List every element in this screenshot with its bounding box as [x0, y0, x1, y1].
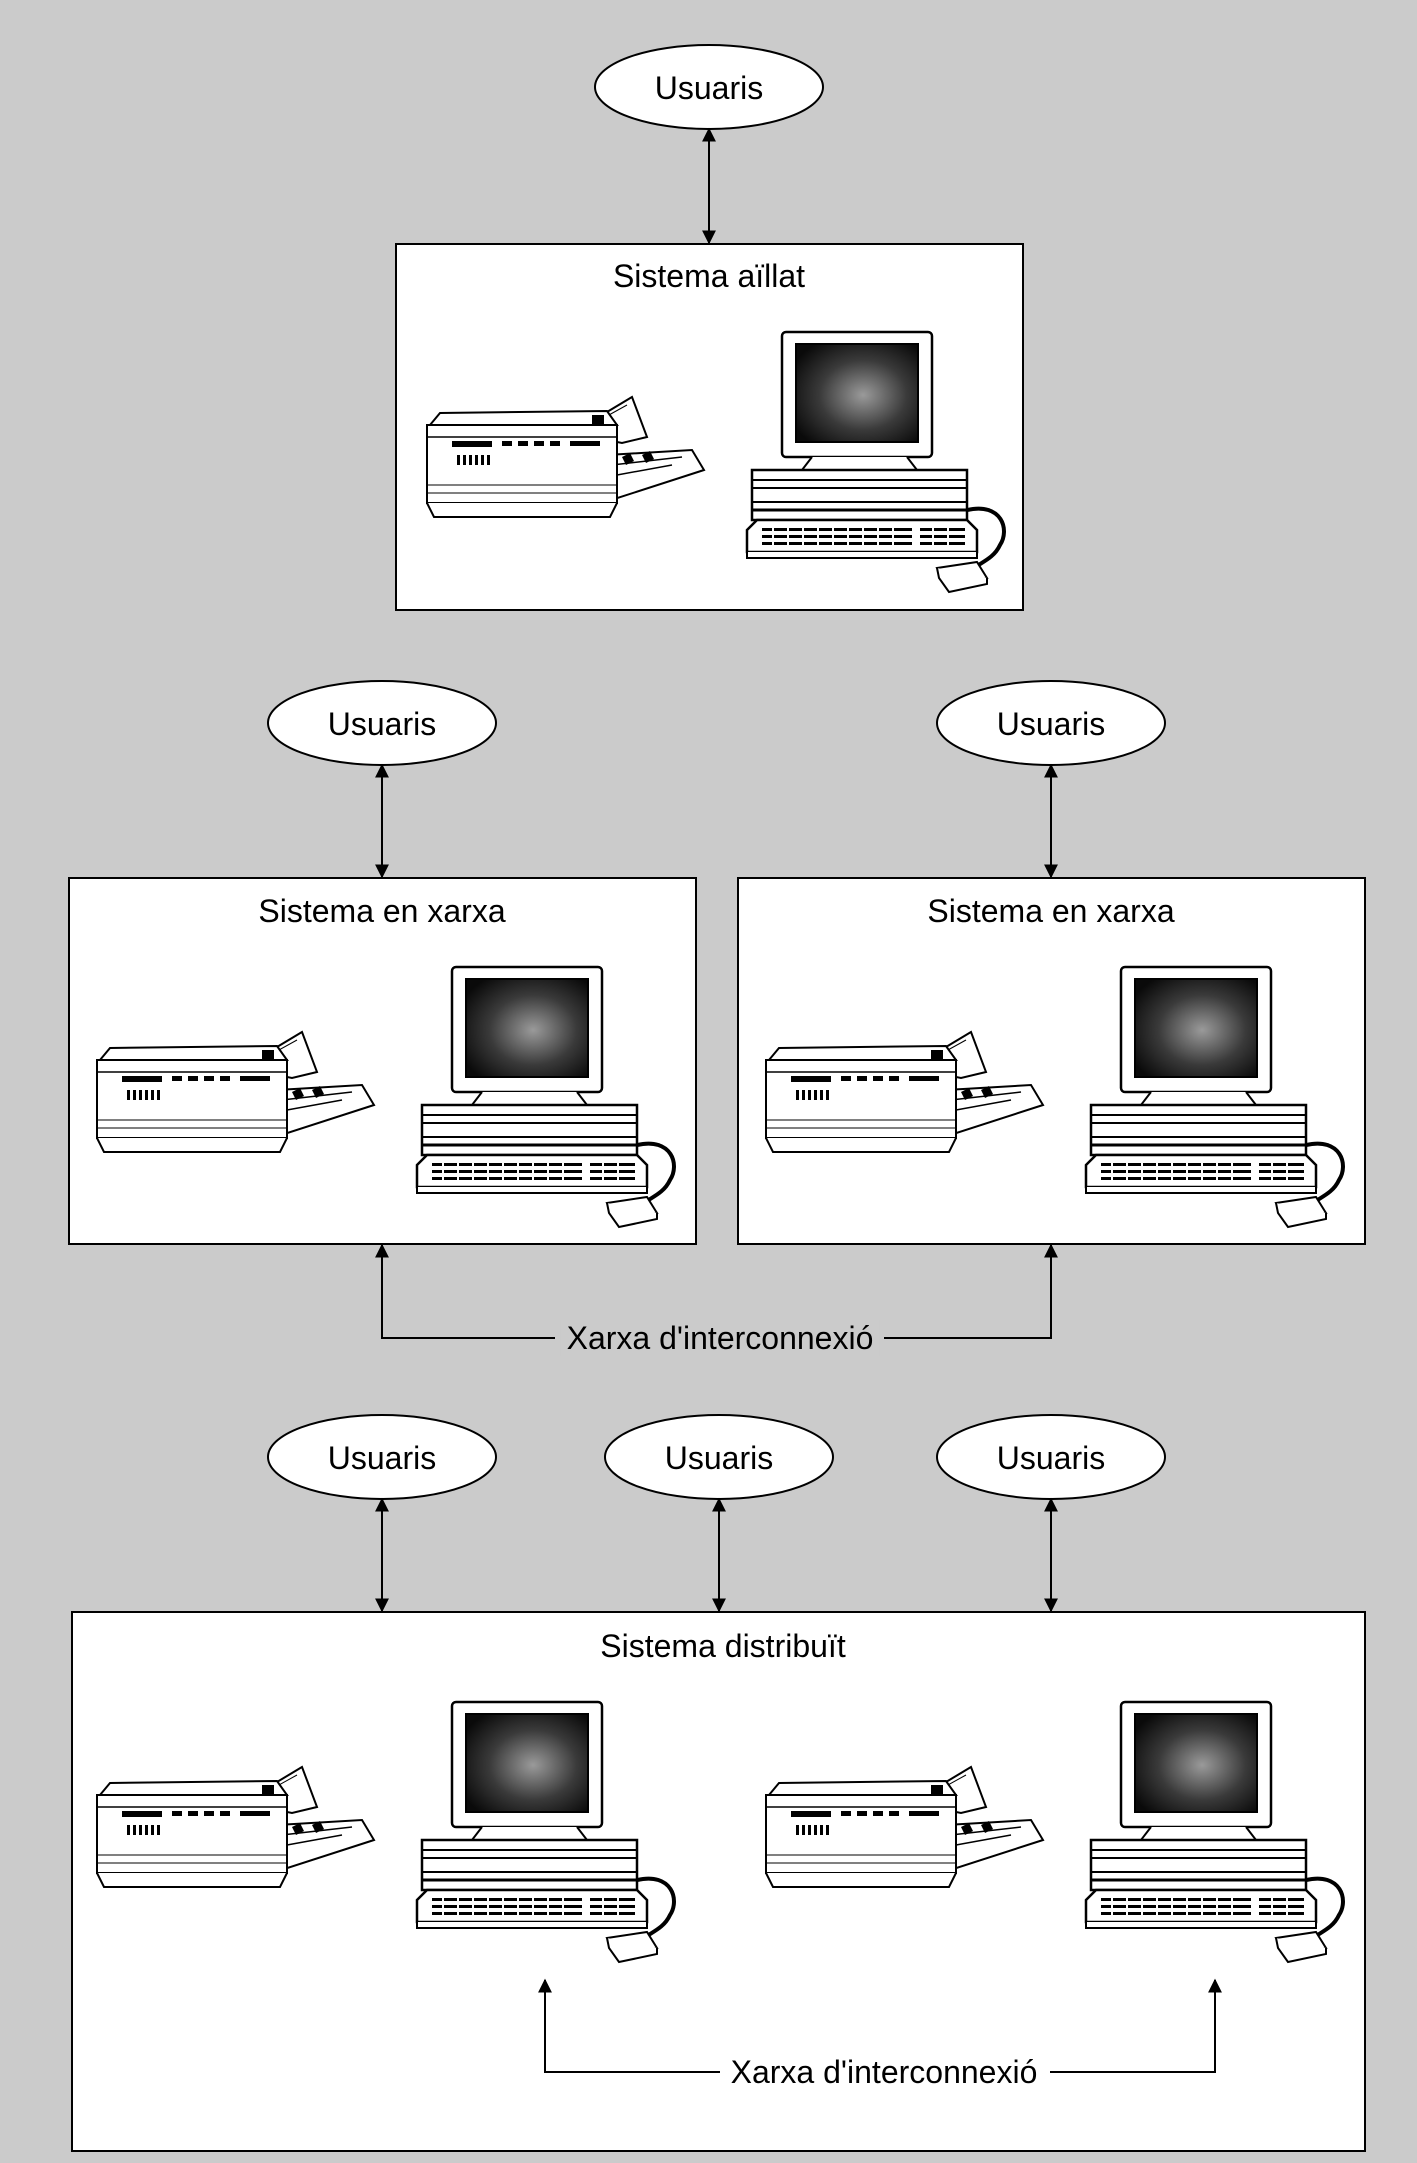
networked-section: Usuaris Sistema en xarxa Usuaris Sistema…	[68, 680, 1366, 1356]
users-label-2: Usuaris	[665, 1440, 773, 1476]
system-title: Sistema distribuït	[600, 1628, 846, 1664]
internal-network-wire-right	[1050, 1978, 1222, 2073]
label-backdrop	[560, 1320, 880, 1356]
isolated-section: Usuaris Sistema aïllat	[395, 44, 1024, 611]
system-title: Sistema aïllat	[613, 258, 805, 294]
network-wire-left	[375, 1243, 555, 1339]
users-label-1: Usuaris	[328, 1440, 436, 1476]
network-label: Xarxa d'interconnexió	[567, 1320, 874, 1356]
users-label: Usuaris	[655, 70, 763, 106]
internal-network-label: Xarxa d'interconnexió	[731, 2054, 1038, 2090]
system-title-right: Sistema en xarxa	[927, 893, 1174, 929]
internal-network-wire-left	[538, 1978, 720, 2073]
network-wire-right	[884, 1243, 1058, 1339]
system-title-left: Sistema en xarxa	[258, 893, 505, 929]
users-label-left: Usuaris	[328, 706, 436, 742]
distributed-section: Usuaris Usuaris Usuaris Sistema distribu…	[71, 1414, 1366, 2152]
users-label-3: Usuaris	[997, 1440, 1105, 1476]
label-backdrop	[724, 2054, 1044, 2090]
users-label-right: Usuaris	[997, 706, 1105, 742]
